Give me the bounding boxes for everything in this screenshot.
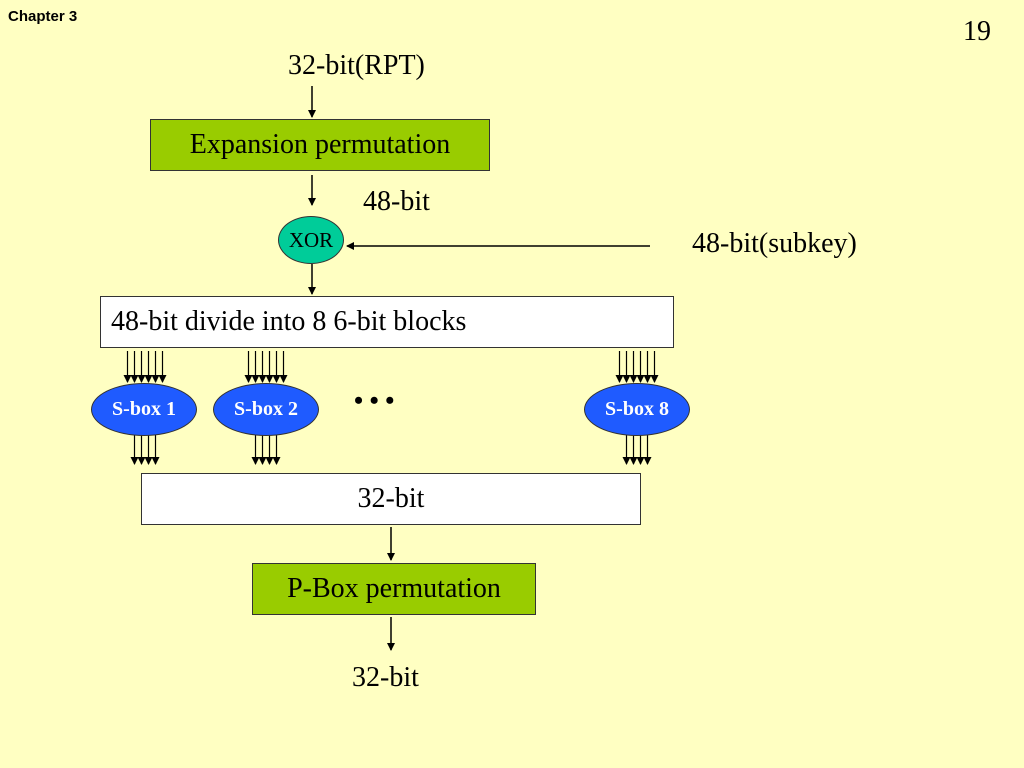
sbox-2: S-box 2 bbox=[213, 383, 319, 436]
chapter-label: Chapter 3 bbox=[8, 8, 78, 25]
ellipsis: • • • bbox=[354, 386, 395, 415]
output-label: 32-bit bbox=[352, 662, 419, 693]
expansion-permutation-box: Expansion permutation bbox=[150, 119, 490, 171]
page-number: 19 bbox=[963, 16, 991, 47]
pbox-permutation-box: P-Box permutation bbox=[252, 563, 536, 615]
sbox-8: S-box 8 bbox=[584, 383, 690, 436]
input-label: 32-bit(RPT) bbox=[288, 50, 425, 81]
sbox-input-arrows bbox=[123, 351, 659, 383]
sbox-1: S-box 1 bbox=[91, 383, 197, 436]
combined-32bit-box: 32-bit bbox=[141, 473, 641, 525]
divide-blocks-box: 48-bit divide into 8 6-bit blocks bbox=[100, 296, 674, 348]
expansion-output-label: 48-bit bbox=[363, 186, 430, 217]
subkey-label: 48-bit(subkey) bbox=[692, 228, 857, 259]
sbox-output-arrows bbox=[130, 434, 652, 465]
xor-node: XOR bbox=[278, 216, 344, 264]
